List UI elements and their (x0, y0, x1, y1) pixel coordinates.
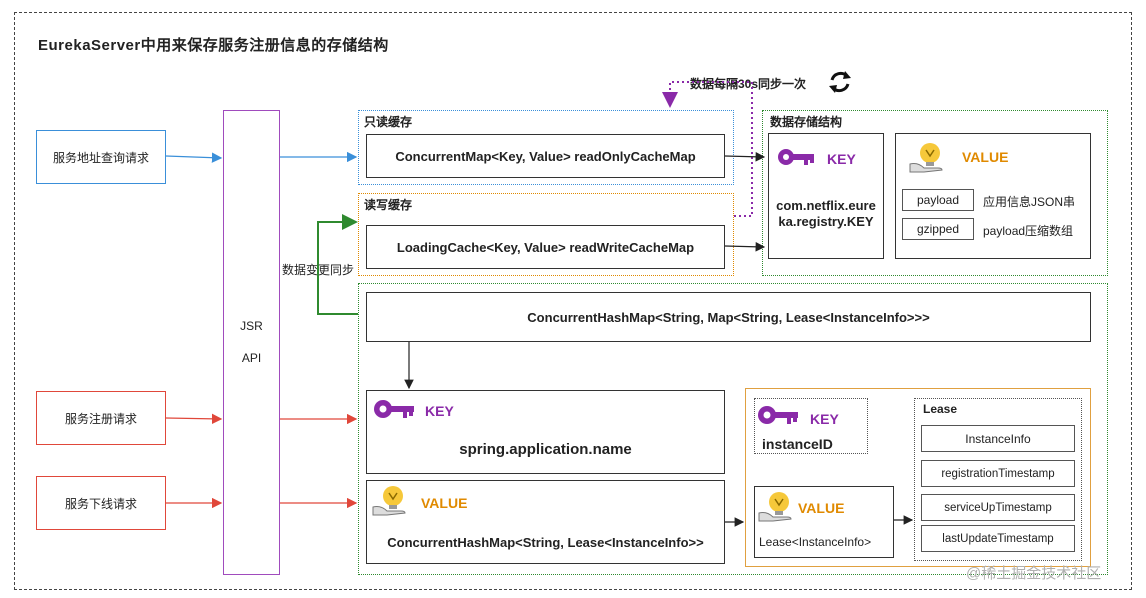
payload-desc: 应用信息JSON串 (983, 195, 1076, 209)
readwrite-cache-frame (358, 193, 734, 276)
sync-note: 数据每隔30s同步一次 (690, 77, 807, 91)
registry-value-label: VALUE (421, 495, 468, 511)
query-request-box: 服务地址查询请求 (36, 130, 166, 184)
registry-map: ConcurrentHashMap<String, Map<String, Le… (366, 292, 1091, 342)
storage-label: 数据存储结构 (770, 115, 843, 129)
instance-key-frame (754, 398, 868, 454)
instance-value-box: VALUE Lease<InstanceInfo> (754, 486, 894, 558)
register-request-box: 服务注册请求 (36, 391, 166, 445)
offline-request-box: 服务下线请求 (36, 476, 166, 530)
lease-field-instanceinfo: InstanceInfo (921, 425, 1075, 452)
storage-key-label: KEY (827, 151, 856, 167)
jsr-api-box: JSR API (223, 110, 280, 575)
instance-value-label: VALUE (798, 500, 845, 516)
lease-field-lastupdate: lastUpdateTimestamp (921, 525, 1075, 552)
api-line2: API (241, 351, 262, 365)
arrow-register-to-api (165, 413, 223, 425)
registry-key-box: KEY spring.application.name (366, 390, 725, 474)
registry-value-icon (371, 483, 411, 517)
arrow-query-to-api (165, 152, 223, 163)
offline-request-label: 服务下线请求 (64, 496, 137, 511)
query-request-label: 服务地址查询请求 (52, 150, 149, 165)
instance-key-label: KEY (810, 411, 839, 427)
arrow-change-sync (317, 214, 358, 315)
gzipped-field: gzipped (902, 218, 974, 240)
registry-key-icon (372, 397, 416, 421)
instance-frame (745, 388, 1091, 567)
registry-value-map: ConcurrentHashMap<String, Lease<Instance… (387, 535, 704, 550)
lightbulb-hand-icon (908, 140, 948, 174)
registry-value-box: VALUE ConcurrentHashMap<String, Lease<In… (366, 480, 725, 564)
watermark: @稀土掘金技术社区 (966, 565, 1102, 582)
arrow-30s-sync (662, 81, 753, 217)
registry-key-value: spring.application.name (459, 441, 632, 458)
readwrite-cache-map: LoadingCache<Key, Value> readWriteCacheM… (366, 225, 725, 269)
lease-field-registration: registrationTimestamp (921, 460, 1075, 487)
instance-value-text: Lease<InstanceInfo> (759, 535, 872, 549)
readonly-cache-label: 只读缓存 (364, 115, 413, 129)
registry-frame (358, 283, 1108, 575)
payload-field: payload (902, 189, 974, 211)
refresh-icon (826, 68, 854, 96)
arrow-readonly-to-storage (724, 151, 766, 162)
storage-value-box: VALUE payload 应用信息JSON串 gzipped payload压… (895, 133, 1091, 259)
api-line1: JSR (240, 319, 263, 333)
lease-field-serviceup: serviceUpTimestamp (921, 494, 1075, 521)
storage-value-label: VALUE (962, 149, 1009, 165)
diagram-title: EurekaServer中用来保存服务注册信息的存储结构 (38, 37, 389, 54)
key-icon (776, 146, 816, 168)
instance-key-value: instanceID (762, 436, 833, 452)
outer-frame (14, 12, 1132, 590)
instance-key-icon (756, 403, 800, 427)
gzipped-desc: payload压缩数组 (983, 224, 1074, 238)
readonly-cache-map: ConcurrentMap<Key, Value> readOnlyCacheM… (366, 134, 725, 178)
readwrite-cache-label: 读写缓存 (364, 198, 413, 212)
instance-value-icon (757, 489, 797, 523)
arrow-readwrite-to-storage (724, 241, 766, 252)
registry-key-label: KEY (425, 403, 454, 419)
lease-frame (914, 398, 1082, 561)
lease-label: Lease (923, 402, 958, 416)
storage-key-value: com.netflix.eureka.registry.KEY (776, 198, 876, 229)
register-request-label: 服务注册请求 (64, 411, 137, 426)
storage-frame (762, 110, 1108, 276)
storage-key-box: KEY com.netflix.eureka.registry.KEY (768, 133, 884, 259)
readonly-cache-frame (358, 110, 734, 185)
